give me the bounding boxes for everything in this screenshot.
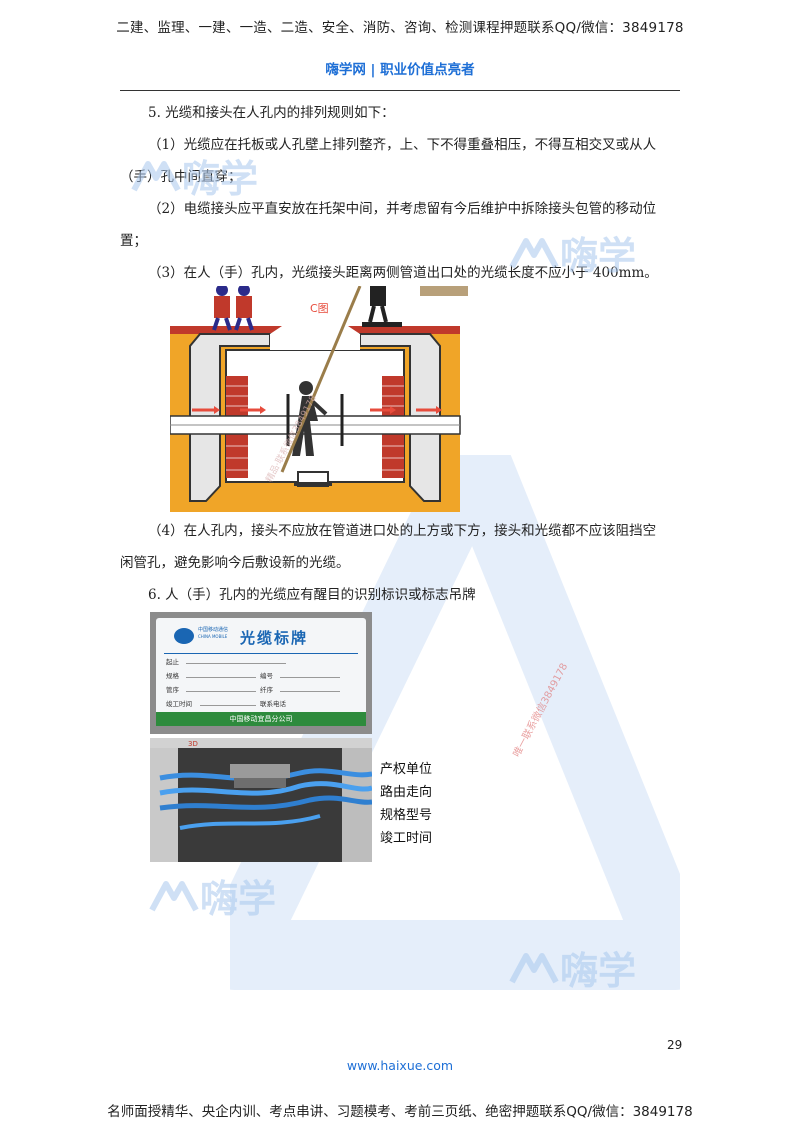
paragraph-rule-4-line1: （4）在人孔内，接头不应放在管道进口处的上方或下方，接头和光缆都不应该阻挡空 <box>148 523 657 539</box>
tag-title: 光缆标牌 <box>240 629 309 647</box>
cable-tag-photo: 中国移动通信 CHINA MOBILE 光缆标牌 起止 规格 编号 管序 纤序 … <box>150 612 372 734</box>
diagram-label: C图 <box>310 302 329 315</box>
caption-item: 路由走向 <box>380 785 433 800</box>
brand-watermark: 嗨学 <box>508 225 636 280</box>
paragraph-5-heading: 5. 光缆和接头在人孔内的排列规则如下： <box>148 105 395 121</box>
manhole-diagram: C图 <box>170 286 468 512</box>
paragraph-rule-1-line1: （1）光缆应在托板或人孔壁上排列整齐，上、下不得重叠相压，不得互相交叉或从人 <box>148 137 657 153</box>
china-mobile-logo-icon <box>174 628 194 644</box>
page-number: 29 <box>667 1038 683 1052</box>
brand-logo-icon <box>509 952 559 983</box>
bottom-banner: 名师面授精华、央企内训、考点串讲、习题模考、考前三页纸、绝密押题联系QQ/微信：… <box>107 1104 693 1120</box>
brand-logo-icon <box>149 880 199 911</box>
caption-item: 产权单位 <box>380 762 433 777</box>
brand-watermark: 嗨学 <box>130 148 258 203</box>
site-header: 嗨学网 | 职业价值点亮者 <box>325 62 475 78</box>
paragraph-rule-3: （3）在人（手）孔内，光缆接头距离两侧管道出口处的光缆长度不应小于 400mm。 <box>148 265 658 281</box>
worker-right-icon <box>362 286 402 327</box>
workers-left-icon <box>212 286 254 331</box>
paragraph-rule-2-line2: 置； <box>120 233 147 249</box>
brand-watermark: 嗨学 <box>148 868 276 923</box>
header-divider <box>120 90 680 91</box>
paragraph-6-heading: 6. 人（手）孔内的光缆应有醒目的识别标识或标志吊牌 <box>148 587 476 603</box>
brand-watermark: 嗨学 <box>508 940 636 995</box>
caption-item: 竣工时间 <box>380 831 433 846</box>
brand-logo-icon <box>509 237 559 268</box>
brand-logo-icon <box>131 160 181 191</box>
paragraph-rule-2-line1: （2）电缆接头应平直安放在托架中间，并考虑留有今后维护中拆除接头包管的移动位 <box>148 201 657 217</box>
tag-caption-list: 产权单位 路由走向 规格型号 竣工时间 <box>380 758 432 850</box>
manhole-cable-photo: 3D <box>150 738 372 862</box>
blue-cables-icon <box>159 764 372 830</box>
paragraph-rule-4-line2: 闲管孔，避免影响今后敷设新的光缆。 <box>120 555 350 571</box>
site-url-link[interactable]: www.haixue.com <box>346 1058 454 1073</box>
caption-item: 规格型号 <box>380 808 433 823</box>
top-banner: 二建、监理、一建、一造、二造、安全、消防、咨询、检测课程押题联系QQ/微信：38… <box>116 20 684 36</box>
